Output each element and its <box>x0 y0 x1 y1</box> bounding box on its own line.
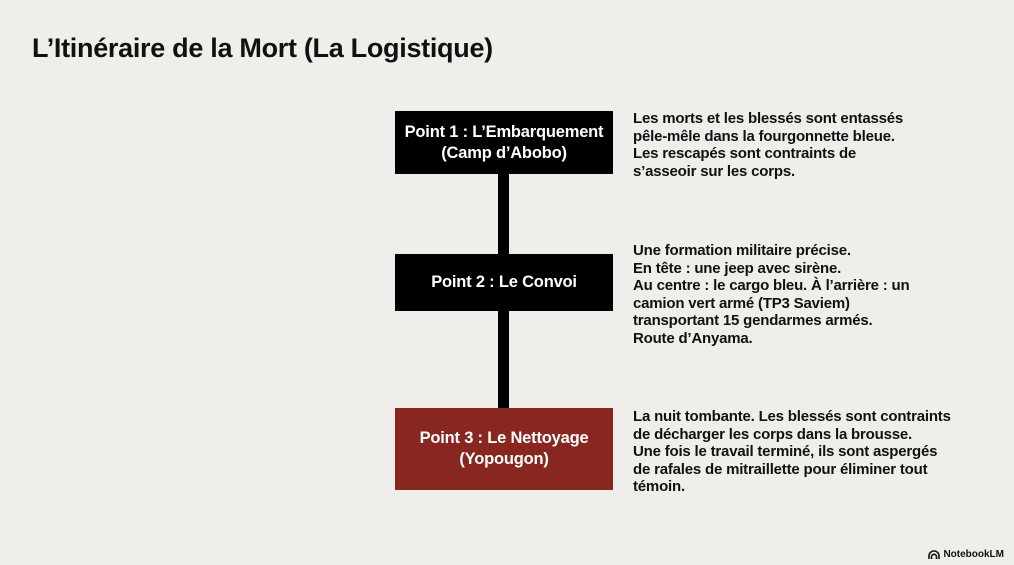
point-1-subtitle: (Camp d’Abobo) <box>441 143 567 162</box>
description-line: transportant 15 gendarmes armés. <box>633 312 873 329</box>
description-line: pêle-mêle dans la fourgonnette bleue. <box>633 127 895 145</box>
brand-label: NotebookLM <box>943 549 1004 560</box>
description-line: Route d’Anyama. <box>633 329 753 347</box>
page-title: L’Itinéraire de la Mort (La Logistique) <box>32 33 493 63</box>
point-3-box: Point 3 : Le Nettoyage (Yopougon) <box>395 408 613 490</box>
description-line: s’asseoir sur les corps. <box>633 162 795 180</box>
description-line: En tête : une jeep avec sirène. <box>633 259 842 277</box>
description-line: Au centre : le cargo bleu. À l’arrière :… <box>633 277 910 294</box>
point-1-title: Point 1 : L’Embarquement <box>404 122 604 141</box>
point-1-box: Point 1 : L’Embarquement (Camp d’Abobo) <box>395 111 613 174</box>
notebooklm-logo-icon <box>928 549 941 559</box>
connector-line-2-3 <box>498 309 509 411</box>
description-line: camion vert armé (TP3 Saviem) <box>633 294 850 312</box>
description-line: témoin. <box>633 478 685 495</box>
description-line: Les morts et les blessés sont entassés <box>633 110 904 127</box>
description-line: La nuit tombante. Les blessés sont contr… <box>633 408 951 425</box>
description-line: Les rescapés sont contraints de <box>633 145 857 162</box>
point-2-title: Point 2 : Le Convoi <box>431 273 577 291</box>
description-line: Une fois le travail terminé, ils sont as… <box>633 443 938 460</box>
point-3-title: Point 3 : Le Nettoyage <box>419 429 589 447</box>
point-2-description: Une formation militaire précise. En tête… <box>633 242 910 347</box>
point-3-subtitle: (Yopougon) <box>459 450 549 468</box>
description-line: de rafales de mitraillette pour éliminer… <box>633 460 928 478</box>
point-1-description: Les morts et les blessés sont entassés p… <box>633 110 903 180</box>
connector-line-1-2 <box>498 172 509 256</box>
notebooklm-branding: NotebookLM <box>928 549 1004 560</box>
description-line: de décharger les corps dans la brousse. <box>633 425 912 443</box>
point-3-description: La nuit tombante. Les blessés sont contr… <box>633 408 951 496</box>
point-2-box: Point 2 : Le Convoi <box>395 254 613 311</box>
description-line: Une formation militaire précise. <box>633 242 851 259</box>
